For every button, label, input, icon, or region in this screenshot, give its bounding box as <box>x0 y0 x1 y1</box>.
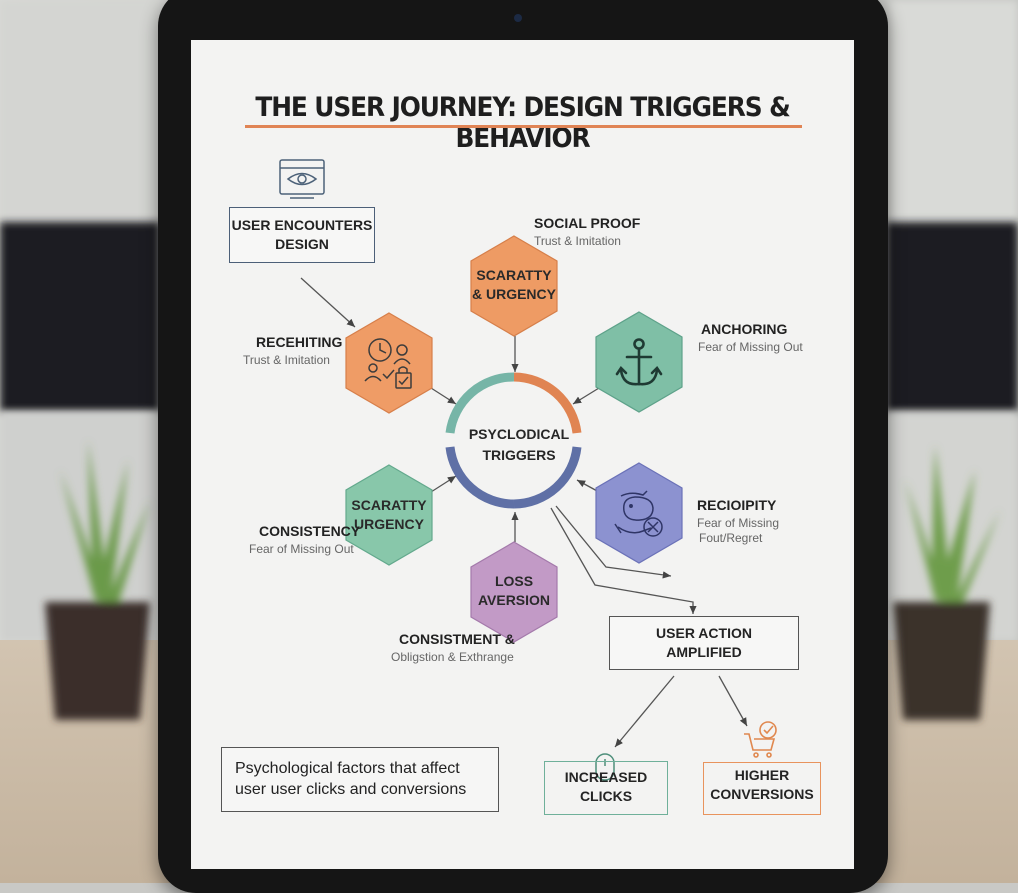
center-label: PSYCLODICAL TRIGGERS <box>458 424 580 466</box>
reciprocity-sub2: Fout/Regret <box>699 531 763 545</box>
diagram-canvas <box>279 159 777 781</box>
start-box-line1: USER ENCOUNTERS <box>231 217 373 233</box>
tablet-screen: THE USER JOURNEY: DESIGN TRIGGERS & BEHA… <box>191 40 854 869</box>
page-title: THE USER JOURNEY: DESIGN TRIGGERS & BEHA… <box>255 92 790 154</box>
increased-clicks-label: INCREASED CLICKS <box>564 769 648 804</box>
hexagon-lower-left-line1: SCARATTY <box>351 497 427 513</box>
title-underline <box>245 125 802 128</box>
clock-people-icon <box>364 338 412 389</box>
social-proof-sub: Trust & Imitation <box>534 234 621 248</box>
hexagon-lower-left-line2: URGENCY <box>353 516 424 532</box>
recehiting-sub: Trust & Imitation <box>243 353 330 367</box>
hexagon-lower-right <box>595 462 683 564</box>
anchoring-title: ANCHORING <box>701 321 788 337</box>
anchor-icon <box>615 338 663 386</box>
hexagon-top-line1: SCARATTY <box>476 267 552 283</box>
reciprocity-title: RECIOIPITY <box>697 497 777 513</box>
hexagon-top-line2: & URGENCY <box>471 286 556 302</box>
social-proof-title: SOCIAL PROOF <box>534 215 641 231</box>
hexagon-top <box>470 235 558 337</box>
note-line1: Psychological factors that affect <box>235 760 460 777</box>
recehiting-title: RECEHITING <box>256 334 343 350</box>
center-label-line1: PSYCLODICAL <box>468 426 570 442</box>
conversions-line2: CONVERSIONS <box>710 785 814 802</box>
hexagon-bottom-line1: LOSS <box>494 573 534 589</box>
piggy-bank-hand-icon <box>614 490 663 537</box>
consistency-sub: Fear of Missing Out <box>249 542 354 556</box>
consistment-sub: Obligstion & Exthrange <box>391 650 514 664</box>
camera-dot <box>514 14 522 22</box>
consistment-title: CONSISTMENT & <box>399 631 515 647</box>
center-ring <box>445 372 582 509</box>
action-box-line1: USER ACTION <box>656 625 752 641</box>
user-encounters-design-box: USER ENCOUNTERS DESIGN <box>229 207 375 263</box>
increased-clicks-box: INCREASED CLICKS <box>544 761 668 815</box>
hexagon-upper-left <box>345 312 433 414</box>
hexagon-lower-left <box>345 464 433 566</box>
hexagon-bottom-text: LOSS AVERSION <box>464 572 564 610</box>
flow-arrows <box>300 277 748 748</box>
anchoring-sub: Fear of Missing Out <box>698 340 803 354</box>
consistency-title: CONSISTENCY <box>259 523 361 539</box>
higher-conversions-box: HIGHER CONVERSIONS <box>703 762 821 815</box>
monitor-eye-icon <box>279 159 325 199</box>
cart-check-icon <box>744 721 777 758</box>
center-label-line2: TRIGGERS <box>482 447 556 463</box>
start-box-line2: DESIGN <box>275 236 329 252</box>
conversions-line1: HIGHER <box>734 766 790 783</box>
note-line2: user user clicks and conversions <box>235 781 467 798</box>
hexagon-lower-left-text: SCARATTY URGENCY <box>339 496 439 534</box>
hexagon-bottom-line2: AVERSION <box>477 592 551 608</box>
caption-note: Psychological factors that affect user u… <box>221 747 499 812</box>
hexagon-top-text: SCARATTY & URGENCY <box>464 266 564 304</box>
action-box-line2: AMPLIFIED <box>666 644 742 660</box>
hexagon-bottom <box>470 541 558 643</box>
mouse-icon <box>595 753 615 781</box>
user-action-amplified-box: USER ACTION AMPLIFIED <box>609 616 799 670</box>
reciprocity-sub1: Fear of Missing <box>697 516 780 530</box>
